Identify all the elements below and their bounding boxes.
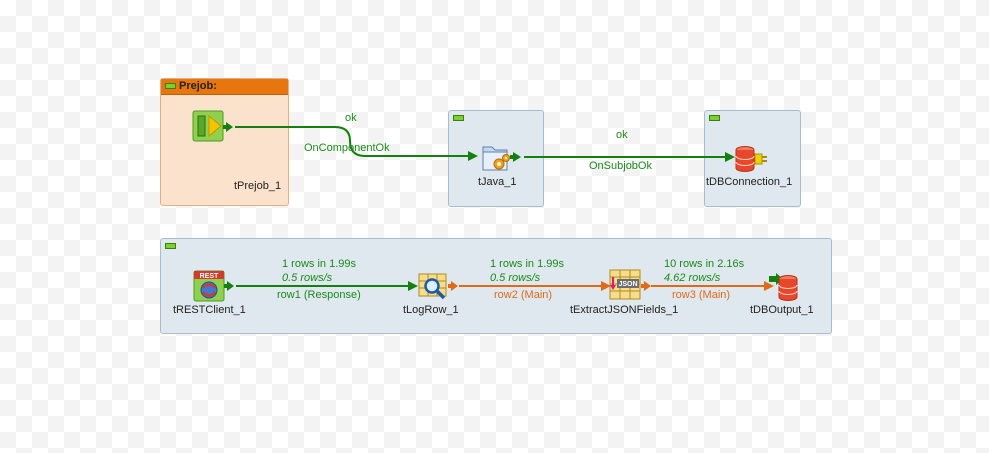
collapse-icon[interactable] (165, 243, 176, 249)
subjob-prejob-header[interactable]: Prejob: (161, 79, 288, 95)
tlogrow-component[interactable] (418, 272, 462, 302)
rest-icon-text: REST (200, 273, 219, 280)
onsubjobok-label[interactable]: OnSubjobOk (589, 160, 652, 172)
oncomponentok-label[interactable]: OnComponentOk (304, 142, 390, 154)
tdboutput-label: tDBOutput_1 (750, 304, 814, 316)
trestclient-component[interactable]: REST (193, 270, 239, 304)
json-icon-text: JSON (618, 281, 637, 288)
oncomponentok-status: ok (345, 112, 357, 124)
prejob-icon (192, 110, 233, 142)
row1-stat-rate: 0.5 rows/s (282, 272, 333, 284)
row3-stat-rows: 10 rows in 2.16s (664, 258, 745, 270)
textractjsonfields-label: tExtractJSONFields_1 (570, 304, 679, 316)
tprejob-label: tPrejob_1 (234, 180, 282, 192)
subjob-main-flow[interactable] (160, 238, 832, 334)
trestclient-label: tRESTClient_1 (173, 304, 246, 316)
java-icon (482, 146, 521, 171)
tdbconnection-component[interactable] (722, 143, 770, 175)
row2-label[interactable]: row2 (Main) (494, 289, 553, 301)
row1-stat-rows: 1 rows in 1.99s (282, 258, 356, 270)
row2-stat-rows: 1 rows in 1.99s (490, 258, 564, 270)
tjava-label: tJava_1 (478, 176, 517, 188)
tlogrow-label: tLogRow_1 (403, 304, 459, 316)
database-output-icon (769, 273, 798, 301)
onsubjobok-status: ok (616, 129, 628, 141)
subjob-tdbconnection[interactable] (704, 110, 801, 207)
tdboutput-component[interactable] (768, 271, 802, 303)
extract-json-icon: JSON (609, 269, 651, 300)
textractjsonfields-component[interactable]: JSON (609, 269, 655, 303)
collapse-icon[interactable] (453, 115, 464, 121)
log-row-icon (418, 273, 458, 300)
collapse-icon[interactable] (709, 115, 720, 121)
row2-stat-rate: 0.5 rows/s (490, 272, 541, 284)
rest-client-icon: REST (193, 270, 234, 302)
collapse-icon[interactable] (165, 83, 176, 89)
row1-label[interactable]: row1 (Response) (277, 289, 361, 301)
row3-stat-rate: 4.62 rows/s (664, 272, 721, 284)
tprejob-component[interactable] (192, 110, 238, 144)
subjob-prejob-title: Prejob: (179, 80, 217, 92)
tjava-component[interactable] (481, 144, 527, 176)
tdbconnection-label: tDBConnection_1 (706, 176, 793, 188)
database-connection-icon (725, 146, 767, 172)
row3-label[interactable]: row3 (Main) (672, 289, 731, 301)
